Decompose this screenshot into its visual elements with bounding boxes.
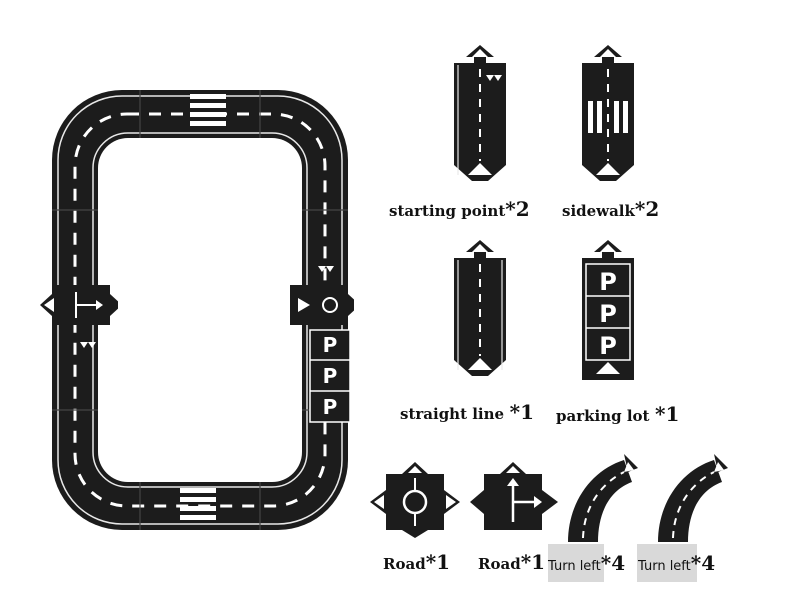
junction-icon	[75, 292, 103, 318]
piece-parking-lot: P P P	[582, 240, 634, 380]
label-turn-left-b: Turn left*4	[638, 551, 716, 575]
svg-text:P: P	[323, 395, 338, 419]
arrow-up-icon	[624, 462, 634, 472]
arrow-up-icon	[714, 462, 724, 472]
svg-text:P: P	[323, 333, 338, 357]
arrow-up-icon	[472, 244, 488, 252]
label-sidewalk: sidewalk*2	[562, 197, 660, 221]
crosswalk-icon	[190, 94, 226, 126]
arrow-up-icon	[408, 466, 422, 473]
label-turn-left-a: Turn left*4	[548, 551, 626, 575]
svg-text:P: P	[599, 332, 617, 360]
arrow-up-icon	[506, 466, 520, 473]
label-highlight	[637, 544, 697, 582]
piece-sidewalk	[582, 45, 634, 181]
label-highlight	[548, 544, 604, 582]
piece-road-junction	[470, 462, 558, 530]
assembled-track: P P P	[40, 90, 366, 530]
label-straight-line: straight line *1	[400, 400, 535, 424]
label-road-roundabout: Road*1	[383, 550, 451, 574]
arrow-up-icon	[600, 244, 616, 252]
arrow-right-icon	[354, 298, 366, 312]
arrow-up-icon	[600, 49, 616, 57]
crosswalk-icon	[180, 488, 216, 520]
roundabout-icon	[402, 489, 428, 515]
label-parking-lot: parking lot *1	[556, 402, 680, 426]
arrow-right-icon	[446, 495, 456, 509]
svg-text:P: P	[323, 364, 338, 388]
piece-straight-line	[454, 240, 506, 376]
junction-icon	[511, 484, 534, 522]
parking-icon: P P P	[585, 263, 631, 361]
piece-turn-left-b	[658, 454, 728, 542]
piece-starting-point	[454, 45, 506, 181]
arrow-up-icon	[472, 49, 488, 57]
arrow-right-icon	[118, 298, 130, 312]
label-road-junction: Road*1	[478, 550, 546, 574]
svg-text:P: P	[599, 268, 617, 296]
piece-road-roundabout	[370, 462, 460, 538]
crosswalk-icon	[588, 101, 628, 133]
svg-text:P: P	[599, 300, 617, 328]
label-starting-point: starting point*2	[389, 197, 530, 221]
roundabout-icon	[322, 297, 338, 313]
piece-turn-left-a	[568, 454, 638, 542]
parking-icon: P P P	[309, 329, 351, 423]
